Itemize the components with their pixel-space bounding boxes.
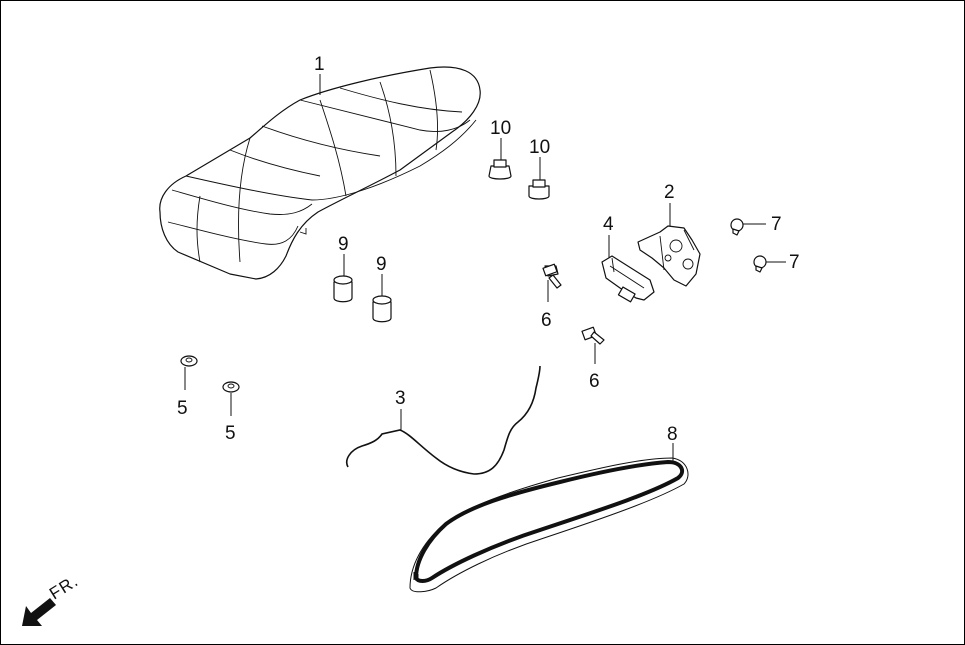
callout-4-label: 4	[603, 214, 614, 235]
callout-3-label: 3	[395, 388, 406, 409]
seat-icon	[159, 66, 481, 280]
callout-2-label: 2	[664, 182, 675, 203]
callout-6b-label: 6	[589, 371, 600, 392]
front-arrow-icon	[22, 598, 56, 626]
clip-icon	[488, 159, 550, 200]
callout-6a-label: 6	[541, 310, 552, 331]
front-direction-label: FR.	[46, 571, 82, 603]
seat-lock-icon	[637, 225, 701, 287]
callout-7b-label: 7	[789, 252, 800, 273]
bracket-icon	[601, 255, 655, 303]
grommet-icon	[180, 355, 240, 393]
callout-5a-label: 5	[177, 398, 188, 419]
callout-1-label: 1	[314, 54, 325, 75]
callout-5b-label: 5	[225, 423, 236, 444]
screw-icon	[730, 218, 767, 273]
callout-10a-label: 10	[490, 118, 511, 139]
callout-10b-label: 10	[529, 137, 550, 158]
seal-icon	[409, 457, 689, 593]
callout-7a-label: 7	[771, 214, 782, 235]
callout-9a-label: 9	[338, 234, 349, 255]
cable-icon	[346, 365, 541, 475]
bolt-icon	[542, 263, 605, 345]
callout-8-label: 8	[667, 424, 678, 445]
rubber-cushion-icon	[333, 275, 392, 323]
callout-9b-label: 9	[376, 254, 387, 275]
